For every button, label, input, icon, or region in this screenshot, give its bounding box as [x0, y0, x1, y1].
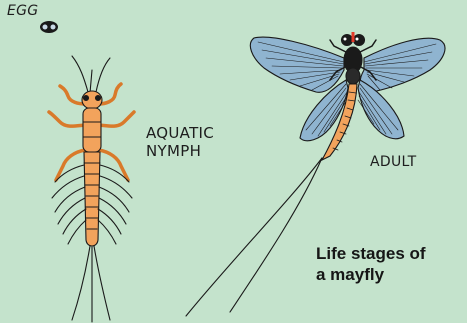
nymph-illustration	[49, 56, 134, 322]
egg-label: EGG	[7, 2, 38, 20]
nymph-label: AQUATIC NYMPH	[146, 124, 214, 160]
adult-label: ADULT	[370, 153, 417, 171]
caption: Life stages of a mayfly	[316, 243, 426, 285]
nymph-label-line2: NYMPH	[146, 142, 214, 160]
caption-line1: Life stages of	[316, 243, 426, 264]
nymph-label-line1: AQUATIC	[146, 124, 214, 142]
caption-line2: a mayfly	[316, 264, 426, 285]
egg-illustration	[40, 21, 58, 33]
